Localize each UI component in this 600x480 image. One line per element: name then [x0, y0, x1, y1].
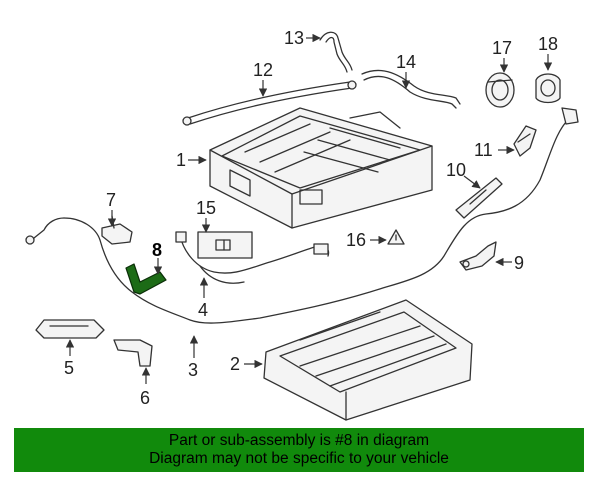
part-11-bracket — [513, 125, 537, 157]
callout-8: 8 — [152, 240, 162, 260]
part-8-bracket-highlighted — [125, 263, 167, 295]
callout-1: 1 — [176, 150, 186, 170]
banner-line-2: Diagram may not be specific to your vehi… — [149, 450, 449, 467]
part-1-battery-assembly — [209, 107, 433, 229]
part-7-bracket — [101, 215, 133, 245]
parts-diagram: 1 2 3 4 5 6 7 8 9 10 11 12 13 14 15 16 1… — [25, 28, 579, 421]
wire-harness-main — [25, 107, 579, 324]
part-9-clip — [459, 241, 497, 271]
part-16-warning-label — [387, 229, 405, 245]
part-18-connector — [535, 73, 561, 104]
part-6-bracket — [113, 339, 153, 367]
leader-lines — [65, 33, 553, 384]
callout-13: 13 — [284, 28, 304, 48]
callout-9: 9 — [514, 253, 524, 273]
info-banner: Part or sub-assembly is #8 in diagram Di… — [14, 428, 584, 472]
callout-3: 3 — [188, 360, 198, 380]
callout-10: 10 — [446, 160, 466, 180]
callout-7: 7 — [106, 190, 116, 210]
callout-6: 6 — [140, 388, 150, 408]
part-12-rod — [182, 80, 357, 126]
callout-4: 4 — [198, 300, 208, 320]
part-13-hose — [319, 31, 353, 73]
callout-11: 11 — [474, 140, 493, 160]
part-5-plate — [35, 319, 105, 339]
callout-15: 15 — [196, 198, 216, 218]
part-10-bracket — [455, 177, 503, 219]
banner-line-1: Part or sub-assembly is #8 in diagram — [168, 432, 430, 449]
part-4-sub-harness — [175, 231, 330, 284]
part-2-tray — [263, 299, 473, 421]
part-17-ring — [485, 72, 515, 108]
part-15-label — [197, 231, 253, 259]
part-14-pipe — [361, 69, 461, 109]
callout-16: 16 — [346, 230, 366, 250]
callout-12: 12 — [253, 60, 273, 80]
callout-18: 18 — [538, 34, 558, 54]
callout-17: 17 — [492, 38, 512, 58]
callout-14: 14 — [396, 52, 416, 72]
callout-5: 5 — [64, 358, 74, 378]
callout-2: 2 — [230, 354, 240, 374]
